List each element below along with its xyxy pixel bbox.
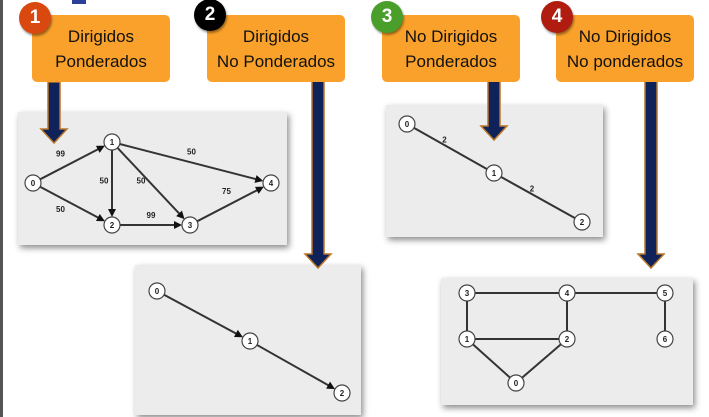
graph-node — [241, 332, 259, 350]
category-line2: Ponderados — [55, 51, 147, 71]
category-line2: No Ponderados — [216, 51, 336, 71]
graph-node — [485, 164, 503, 182]
graph-node — [507, 374, 525, 392]
edge-arrowhead — [95, 145, 105, 153]
number-badge-1: 1 — [19, 2, 51, 34]
node-label: 0 — [405, 120, 410, 129]
edge-weight: 50 — [137, 177, 146, 186]
number-badge-2: 2 — [194, 0, 226, 31]
connector-arrow-2 — [303, 79, 333, 270]
slide-edge — [0, 0, 3, 417]
edge-arrowhead — [254, 186, 264, 194]
node-label: 0 — [514, 379, 519, 388]
edge-arrowhead — [176, 210, 185, 220]
edge-weight: 50 — [100, 177, 109, 186]
edge-weight: 50 — [56, 205, 65, 214]
graph-node — [333, 384, 351, 402]
node-label: 2 — [565, 335, 570, 344]
graph-node — [656, 330, 674, 348]
graph-edge — [521, 343, 562, 379]
graph-edge — [472, 343, 511, 379]
graph-edge — [163, 293, 240, 336]
category-box-2: Dirigidos No Ponderados — [207, 15, 345, 82]
graph-node — [103, 216, 121, 234]
node-label: 1 — [465, 335, 470, 344]
graph-node — [398, 115, 416, 133]
category-line2: No ponderados — [566, 51, 684, 71]
connector-arrow-3 — [479, 79, 509, 142]
edge-arrowhead — [174, 221, 182, 229]
edge-weight: 75 — [222, 187, 231, 196]
graph-node — [558, 330, 576, 348]
graph-node — [148, 282, 166, 300]
edge-weight: 2 — [530, 185, 535, 194]
category-line2: Ponderados — [405, 51, 497, 71]
graph-edge — [256, 344, 332, 388]
graph-node — [573, 213, 591, 231]
node-label: 5 — [663, 289, 668, 298]
node-label: 4 — [565, 289, 570, 298]
edge-weight: 50 — [187, 148, 196, 157]
connector-arrow-4 — [636, 79, 666, 270]
graph-edge — [119, 143, 259, 181]
category-line1: Dirigidos — [242, 26, 310, 46]
number-badge-3: 3 — [371, 1, 403, 33]
graph-node — [103, 133, 121, 151]
graph-node — [458, 330, 476, 348]
node-label: 3 — [188, 221, 193, 230]
node-label: 0 — [31, 179, 36, 188]
graph-edge — [196, 188, 260, 223]
node-label: 4 — [269, 179, 274, 188]
edge-arrowhead — [95, 213, 105, 222]
category-box-3: No Dirigidos Ponderados — [382, 15, 520, 82]
node-label: 0 — [155, 287, 160, 296]
node-label: 2 — [110, 221, 115, 230]
edge-arrowhead — [326, 381, 336, 390]
edge-arrowhead — [234, 329, 243, 338]
edge-weight: 2 — [442, 136, 447, 145]
node-label: 6 — [663, 335, 668, 344]
node-label: 1 — [492, 169, 497, 178]
category-box-4: No Dirigidos No ponderados — [556, 15, 694, 82]
graph-edge — [39, 147, 101, 181]
graph-edge — [116, 147, 182, 217]
category-line1: No Dirigidos — [578, 26, 672, 46]
connector-arrow-1 — [39, 81, 69, 145]
node-label: 2 — [580, 218, 585, 227]
graph-edge — [39, 185, 101, 220]
edge-weight: 99 — [147, 211, 156, 220]
node-label: 3 — [465, 289, 470, 298]
category-line1: Dirigidos — [67, 26, 135, 46]
node-label: 1 — [110, 138, 115, 147]
node-label: 1 — [248, 337, 253, 346]
graph-node — [558, 284, 576, 302]
title-fragment — [72, 0, 86, 4]
category-box-1: Dirigidos Ponderados — [32, 15, 170, 82]
edge-arrowhead — [254, 175, 264, 183]
category-line1: No Dirigidos — [404, 26, 498, 46]
graph-edge — [500, 176, 576, 219]
graph-node — [181, 216, 199, 234]
edge-arrowhead — [108, 209, 116, 217]
graph-edge — [413, 127, 488, 170]
graph-node — [262, 174, 280, 192]
graph-node — [458, 284, 476, 302]
node-label: 2 — [340, 389, 345, 398]
graph-node — [24, 174, 42, 192]
number-badge-4: 4 — [541, 1, 573, 33]
edge-weight: 99 — [56, 150, 65, 159]
graph-node — [656, 284, 674, 302]
